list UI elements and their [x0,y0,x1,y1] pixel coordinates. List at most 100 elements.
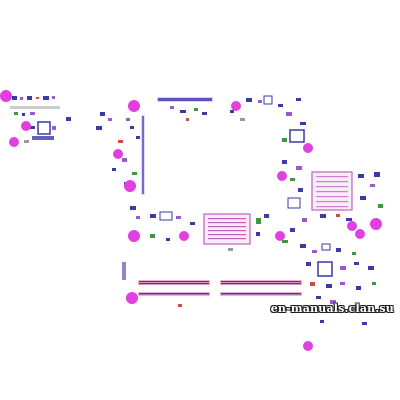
component [302,218,307,222]
component [298,188,303,192]
component [130,126,134,129]
component [287,197,301,209]
component [130,206,136,210]
component [286,112,292,116]
mounting-hole [124,180,136,192]
component [118,140,123,143]
component [352,252,356,255]
component [340,282,345,285]
component [346,218,352,221]
component [170,106,174,109]
component [374,172,380,177]
component [240,118,245,121]
component [256,232,260,236]
pin-strip [142,116,144,194]
top-connector [157,97,213,121]
component [282,160,287,164]
component [30,112,35,115]
component [320,214,326,218]
mounting-hole [275,231,285,241]
ic-chip [317,261,333,277]
bga-ball-grid [208,218,246,240]
component [296,166,302,170]
component [27,96,32,100]
component [150,234,155,238]
mounting-hole [128,230,140,242]
component [340,266,346,270]
mounting-hole [179,231,189,241]
mounting-hole [113,149,123,159]
component [290,228,295,232]
component [100,112,105,116]
component [178,304,182,307]
component [282,240,288,243]
component [230,110,234,113]
component [43,96,49,100]
left-module [10,96,71,143]
component [10,106,60,109]
connector [138,280,210,285]
pin-strip [221,293,301,295]
mounting-hole [9,137,19,147]
component [22,113,25,116]
component [24,140,29,143]
component [258,100,262,103]
component [14,112,18,115]
component [354,262,359,265]
component [358,174,364,178]
component [264,214,269,218]
bottom-connectors [122,262,302,307]
component [290,178,295,181]
component [126,118,130,121]
component [360,196,366,200]
mounting-hole [0,90,12,102]
component [362,322,367,325]
component [122,262,126,280]
pin-strip [158,98,212,101]
component [321,243,331,251]
component [356,286,361,290]
left-column [96,112,145,219]
component [246,98,252,102]
component [368,266,374,270]
bottom-right-area [300,243,376,325]
component [36,97,39,99]
component [202,112,207,115]
component [312,250,317,253]
component [136,216,140,219]
pin-strip [221,281,301,283]
component [52,126,56,130]
component [320,320,324,323]
component [378,204,383,208]
mounting-hole [21,121,31,131]
mounting-hole [303,341,313,351]
connector [220,280,302,285]
component [176,216,181,219]
right-processor-region [282,160,383,243]
component [336,214,340,217]
pin-strip [221,283,301,285]
pin-strip [139,293,209,295]
ic-chip [289,129,305,143]
bga-ball-grid [316,176,348,208]
component [186,118,189,121]
component [112,168,116,171]
component [300,122,306,125]
component [108,118,112,121]
component [194,108,198,111]
component [372,282,376,285]
component [310,282,315,286]
component [370,184,375,187]
mounting-hole [303,143,313,153]
mounting-hole [355,229,365,239]
component [32,136,54,140]
component [282,138,287,142]
component [300,244,306,248]
watermark-text: en-manuals.clan.su [270,302,394,315]
mounting-hole [126,292,138,304]
component [20,97,23,100]
component [52,96,55,99]
component [12,96,17,100]
component [180,110,186,113]
